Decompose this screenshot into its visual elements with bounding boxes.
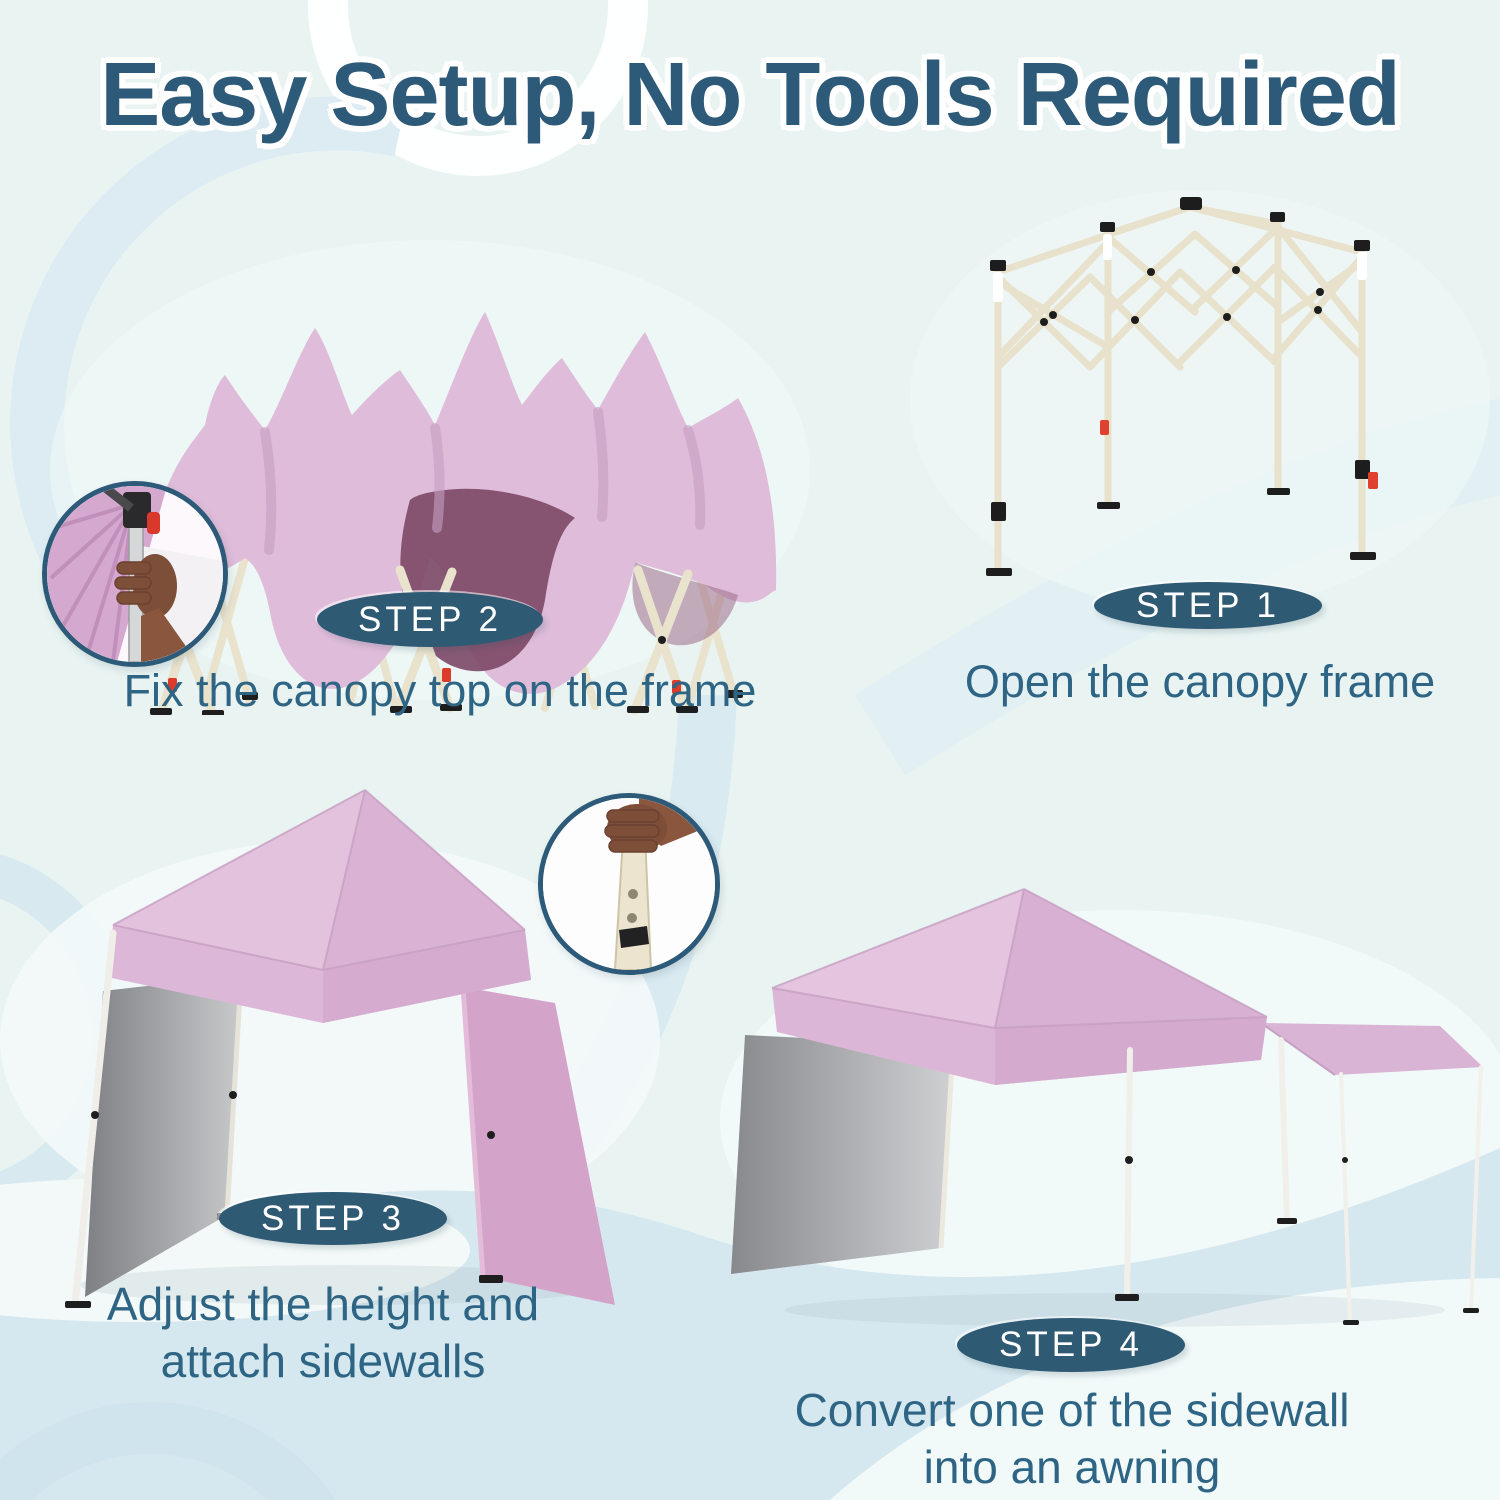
step-2-badge-label: STEP 2 — [358, 599, 502, 639]
ring-bottom-left-icon — [0, 1402, 337, 1500]
step-3-badge: STEP 3 — [219, 1192, 447, 1245]
ring-top-icon — [308, 0, 648, 176]
step-4-badge-label: STEP 4 — [999, 1325, 1143, 1364]
step-1-badge-label: STEP 1 — [1136, 585, 1280, 625]
step-3-caption: Adjust the height and attach sidewalls — [106, 1278, 540, 1387]
bottom-white-wave — [830, 1278, 1500, 1500]
hand-fixing-canopy-on-pole-inset — [42, 481, 228, 667]
pink-tent-with-awning-illustration — [731, 888, 1483, 1327]
pink-tent-with-sidewalls-illustration — [65, 789, 615, 1309]
open-canopy-frame-illustration — [986, 197, 1378, 576]
step-4-caption: Convert one of the sidewall into an awni… — [794, 1384, 1350, 1493]
step-1-badge: STEP 1 — [1094, 582, 1322, 629]
step-1-caption: Open the canopy frame — [964, 656, 1436, 707]
hand-adjusting-leg-height-inset — [538, 793, 720, 975]
step-2-caption: Fix the canopy top on the frame — [123, 665, 757, 716]
step-3-badge-label: STEP 3 — [261, 1198, 405, 1238]
step-2-badge: STEP 2 — [317, 592, 543, 647]
step-4-badge: STEP 4 — [957, 1318, 1185, 1372]
page-title: Easy Setup, No Tools Required — [100, 45, 1401, 145]
collapsed-frame-with-pink-canopy-illustration — [145, 312, 777, 715]
